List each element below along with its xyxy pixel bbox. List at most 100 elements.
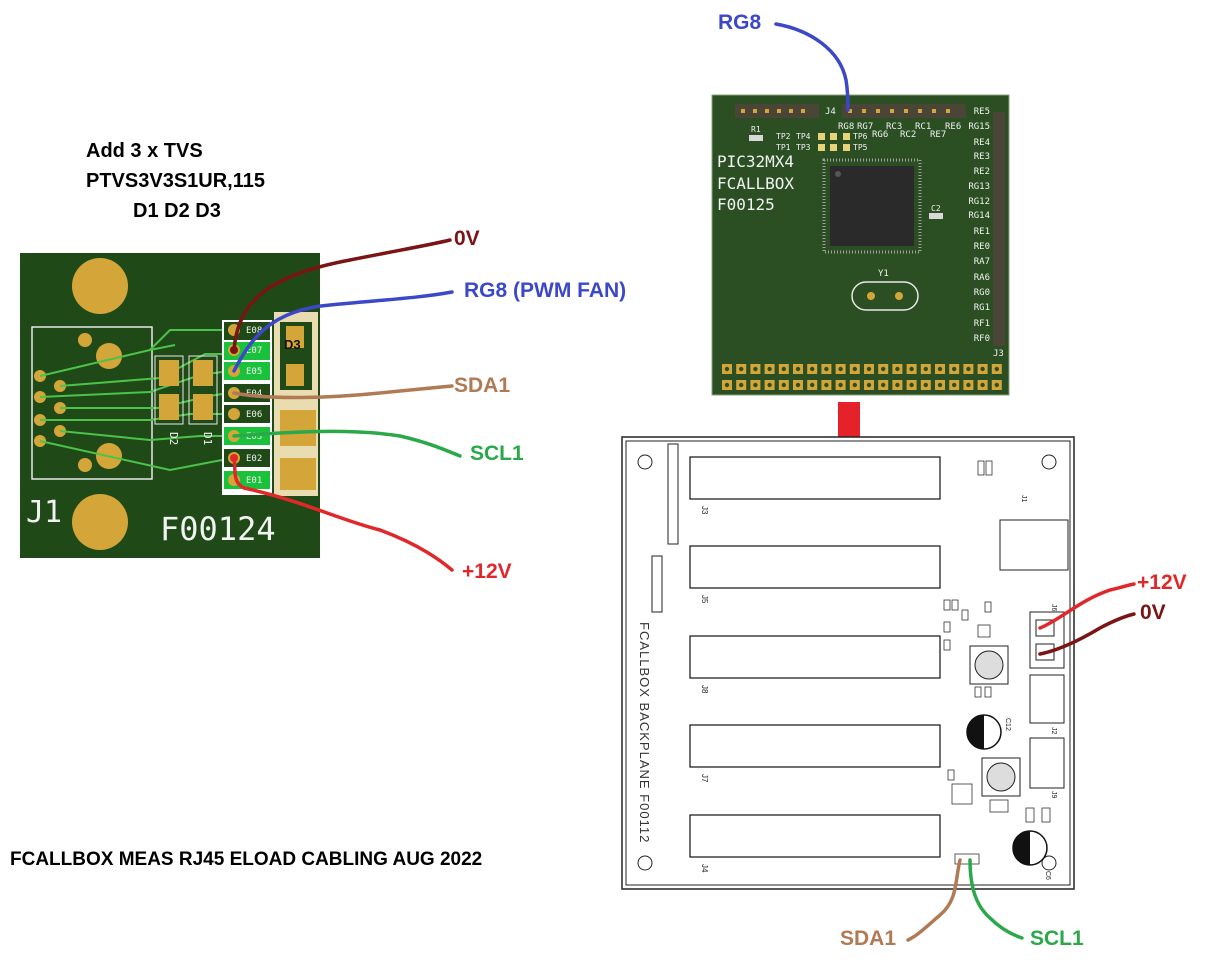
pic-pin-re1: RE1 <box>974 227 990 237</box>
pad-label-e06: E06 <box>246 410 262 420</box>
slot-j3-label: J3 <box>700 506 709 515</box>
wire-pic-rg8 <box>774 22 850 112</box>
pic-bottom-pad-hole <box>994 366 999 372</box>
wire-rg8-fan <box>232 290 454 373</box>
pic-bottom-pad-hole <box>923 366 928 372</box>
pic-bottom-pad-hole <box>994 382 999 388</box>
pad-label-e04: E04 <box>246 389 262 399</box>
conn-j6-label: J6 <box>1050 604 1057 612</box>
pic-top-rc3: RC3 <box>886 122 902 132</box>
wire-bp-scl1 <box>968 858 1024 940</box>
pic-bottom-pad-hole <box>753 366 758 372</box>
pic-bottom-pad-hole <box>980 382 985 388</box>
pic-bottom-pad-hole <box>952 366 957 372</box>
pic32-board: J4 RE5 RG15 RE4 RE3 RE2 RG13 RG12 RG14 R… <box>711 94 1010 396</box>
pic-bottom-pad-hole <box>980 366 985 372</box>
backplane-board: J3 J5 J8 J7 J4 FCALLBOX BACKPLANE F00112… <box>621 436 1075 890</box>
pic32-chip <box>830 166 914 246</box>
pic-pin-ra6: RA6 <box>974 273 990 283</box>
wire-12v <box>232 456 454 572</box>
rj45-part-number: F00124 <box>160 510 276 548</box>
pic-bottom-pad-hole <box>781 382 786 388</box>
tp3-label: TP3 <box>796 143 811 152</box>
diode-d1-label: D1 <box>201 432 214 445</box>
pic-silk-line1: PIC32MX4 <box>717 152 794 171</box>
backplane-j1-label: J1 <box>1020 495 1027 503</box>
tp2-label: TP2 <box>776 132 791 141</box>
pic-bottom-pad-hole <box>852 382 857 388</box>
label-sda1: SDA1 <box>454 374 511 397</box>
wire-sda1 <box>232 384 454 400</box>
pic-pin-rg12: RG12 <box>968 197 990 207</box>
label-bp-sda1: SDA1 <box>840 927 897 950</box>
pic-bottom-pad-hole <box>824 382 829 388</box>
pad-label-e03: E03 <box>246 432 262 442</box>
rj45-mount-hole-bottom <box>72 494 128 550</box>
pic-bottom-pad-hole <box>966 382 971 388</box>
pic-bottom-pad-hole <box>937 382 943 388</box>
pic-pin-rg1: RG1 <box>974 303 990 313</box>
pic-bottom-pad-hole <box>795 382 801 388</box>
pic-bottom-pad-hole <box>838 366 843 372</box>
pic-bottom-pad-hole <box>810 382 815 388</box>
pic-bottom-pad-hole <box>724 366 730 372</box>
diode-d2-label: D2 <box>167 432 180 445</box>
diode-d3-label: D3 <box>284 337 301 352</box>
label-12v: +12V <box>462 560 512 583</box>
pic-bottom-pad-hole <box>739 382 744 388</box>
pic-top-rc2: RC2 <box>900 130 916 140</box>
pic-header-j3-label: J3 <box>993 349 1004 359</box>
pic-pin-re0: RE0 <box>974 242 990 252</box>
tp1-label: TP1 <box>776 143 791 152</box>
conn-j9-label: J9 <box>1050 791 1057 799</box>
pic-pin-re5: RE5 <box>974 107 990 117</box>
pic-bottom-pad-hole <box>881 382 886 388</box>
pic-pin-ra7: RA7 <box>974 257 990 267</box>
pad-label-e07: E07 <box>246 346 262 356</box>
tvs-note-line2: PTVS3V3S1UR,115 <box>86 170 265 192</box>
pic-bottom-pad-hole <box>923 382 928 388</box>
pic-bottom-pad-hole <box>909 382 914 388</box>
rj45-jack-outline <box>31 326 153 480</box>
label-0v: 0V <box>454 227 480 250</box>
pic-bottom-pad-hole <box>767 366 772 372</box>
pic-bottom-pad-hole <box>753 382 758 388</box>
pic-top-re6: RE6 <box>945 122 961 132</box>
pad-label-e05: E05 <box>246 367 262 377</box>
tvs-note-line1: Add 3 x TVS <box>86 140 203 162</box>
wire-bp-sda1 <box>906 858 962 942</box>
c2-label: C2 <box>931 204 941 213</box>
pic-bottom-pad-hole <box>966 366 971 372</box>
label-bp-0v: 0V <box>1140 601 1166 624</box>
pic-bottom-pad-hole <box>895 366 900 372</box>
pic-bottom-pad-hole <box>795 366 801 372</box>
pad-label-e02: E02 <box>246 454 262 464</box>
label-bp-12v: +12V <box>1137 571 1187 594</box>
pic-pin-rg15: RG15 <box>968 122 990 132</box>
slot-j4-label: J4 <box>700 864 709 873</box>
rj45-connector-label: J1 <box>26 495 62 530</box>
pic-bottom-pad-hole <box>824 366 829 372</box>
slot-j5-label: J5 <box>700 595 709 604</box>
pic-top-rg8: RG8 <box>838 122 854 132</box>
pic-bottom-pad-hole <box>866 382 872 388</box>
tp6-label: TP6 <box>853 132 868 141</box>
pic-bottom-pad-hole <box>739 366 744 372</box>
cap-c12-label: C12 <box>1004 718 1011 731</box>
pic-top-rg6: RG6 <box>872 130 888 140</box>
pic-pin-re2: RE2 <box>974 167 990 177</box>
wire-bp-0v <box>1038 612 1136 656</box>
pic-pin-re4: RE4 <box>974 138 990 148</box>
diagram-title: FCALLBOX MEAS RJ45 ELOAD CABLING AUG 202… <box>10 849 483 870</box>
label-scl1: SCL1 <box>470 442 524 465</box>
y1-label: Y1 <box>878 269 889 279</box>
pic-bottom-pad-hole <box>852 366 857 372</box>
pic-top-rc1: RC1 <box>915 122 931 132</box>
pad-label-e08: E08 <box>246 326 262 336</box>
pic-bottom-pad-hole <box>810 366 815 372</box>
slot-j7-label: J7 <box>700 774 709 783</box>
pic-bottom-pad-hole <box>781 366 786 372</box>
conn-j2-label: J2 <box>1050 727 1057 735</box>
tvs-note-line3: D1 D2 D3 <box>133 200 221 222</box>
rj45-board: D2 D1 E08 E07 E05 E04 E06 E03 E02 <box>20 253 320 558</box>
